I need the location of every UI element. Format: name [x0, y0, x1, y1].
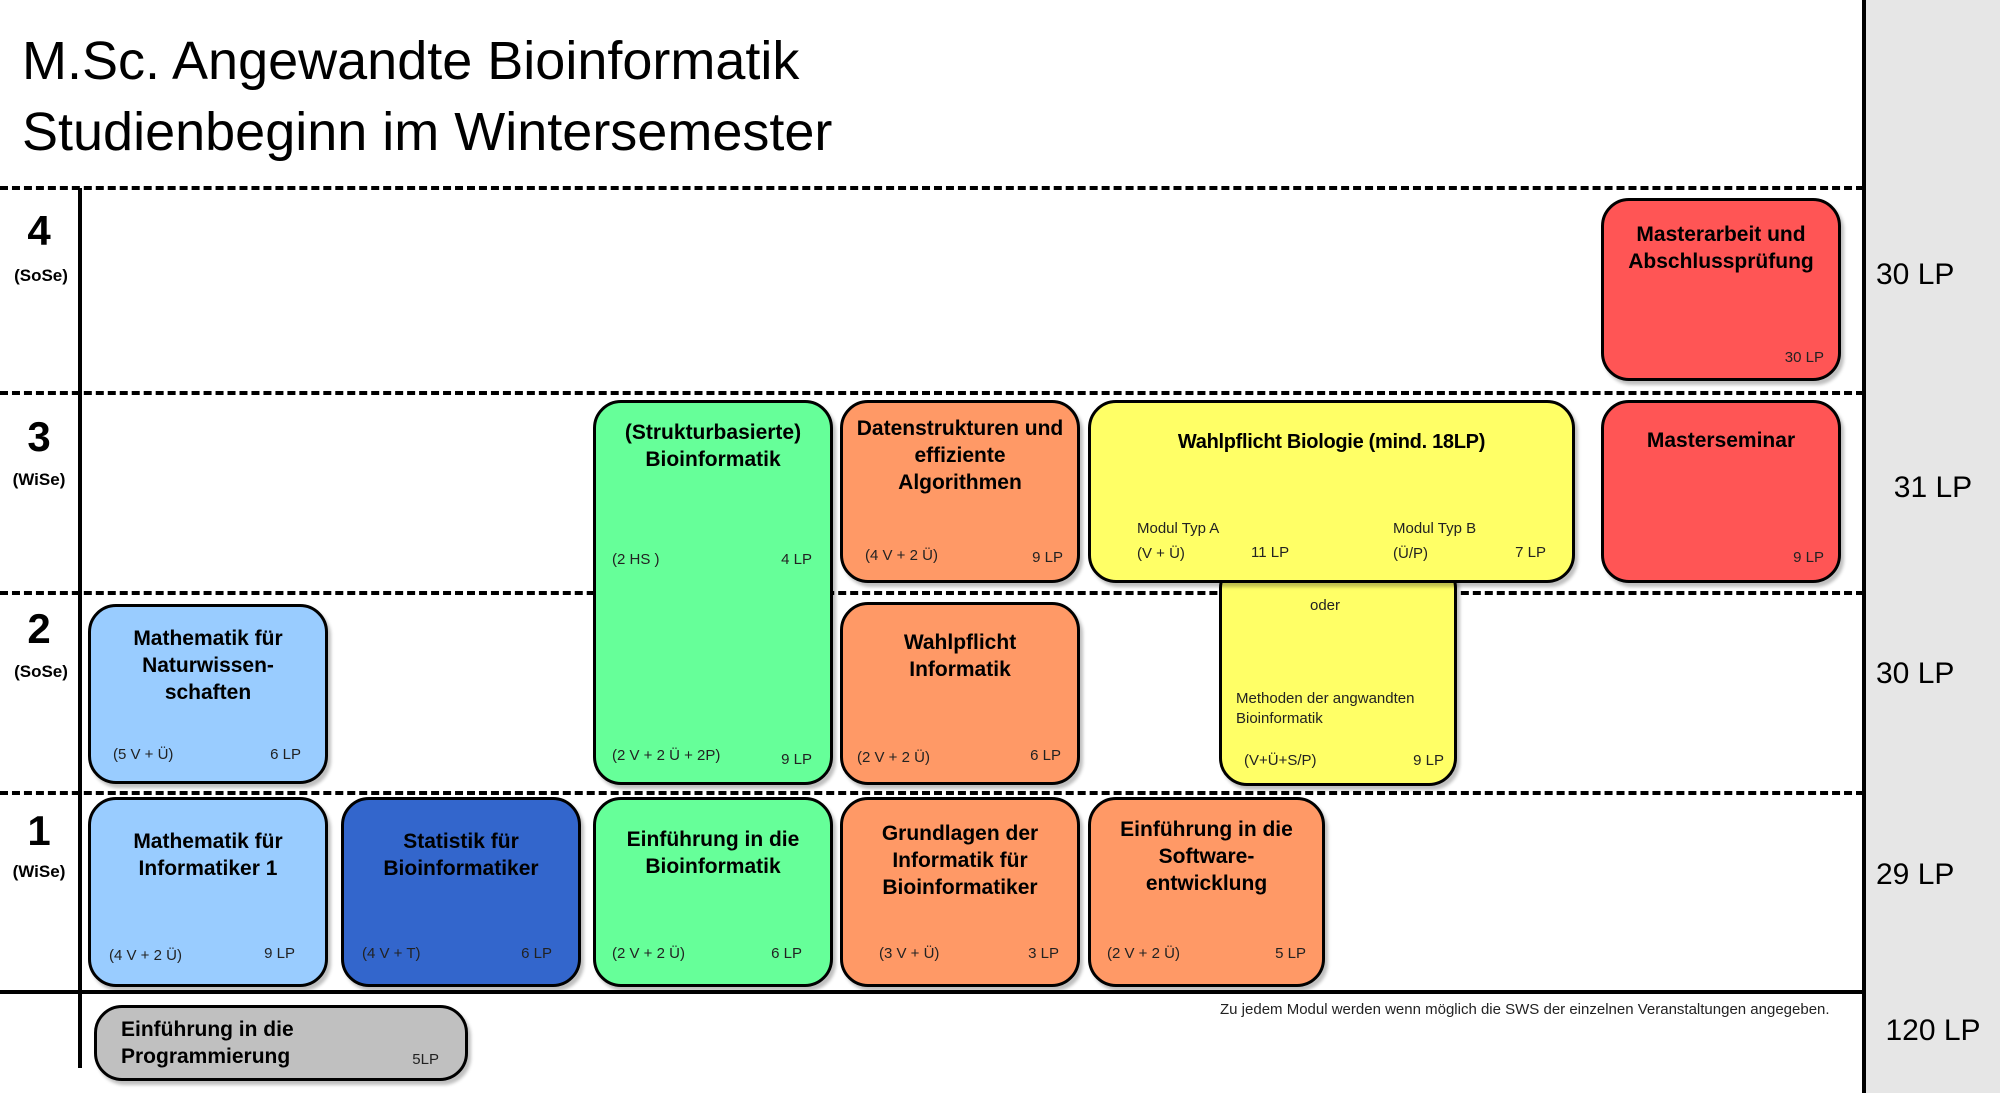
module-lp: 6 LP [1030, 747, 1061, 764]
row-divider [0, 591, 1864, 595]
semester-3-term: (WiSe) [12, 470, 66, 489]
lp-summary-panel [1864, 0, 2000, 1093]
module-einfuehrung-bioinformatik: Einführung in die Bioinformatik (2 V + 2… [593, 797, 833, 987]
modul-typ-b-hours: (Ü/P) [1393, 545, 1428, 562]
module-title: Masterarbeit und Abschlussprüfung [1628, 223, 1814, 273]
module-lp: 3 LP [1028, 945, 1059, 962]
semester-3-number: 3 [27, 413, 51, 460]
semester-2-term: (SoSe) [14, 662, 68, 681]
row-divider [0, 391, 1864, 395]
modul-typ-a-lp: 11 LP [1251, 544, 1290, 561]
module-lp: 9 LP [1793, 549, 1824, 566]
modul-typ-b-lp: 7 LP [1515, 544, 1546, 561]
module-lp: 6 LP [771, 945, 802, 962]
semester-4-term: (SoSe) [14, 266, 68, 285]
semester-4-number: 4 [27, 207, 51, 254]
module-hours: (4 V + 2 Ü) [109, 947, 182, 964]
semester-axis [78, 188, 82, 1068]
module-title: Einführung in die Software-entwicklung [1120, 818, 1293, 895]
module-lp: 9 LP [264, 945, 295, 962]
module-hours: (3 V + Ü) [879, 945, 940, 962]
module-title: Statistik für Bioinformatiker [383, 830, 539, 880]
module-lp: 30 LP [1784, 349, 1824, 366]
module-hours: (2 V + 2 Ü) [1107, 945, 1180, 962]
semester-3-lp: 31 LP [1893, 471, 1973, 504]
module-statistik: Statistik für Bioinformatiker (4 V + T) … [341, 797, 581, 987]
module-methoden-bioinformatik: oder Methoden der angwandten Bioinformat… [1219, 560, 1457, 786]
modul-typ-a-label: Modul Typ A [1137, 520, 1220, 537]
row-divider [0, 791, 1864, 795]
module-mathematik-informatiker: Mathematik für Informatiker 1 (4 V + 2 Ü… [88, 797, 328, 987]
semester-2-number: 2 [27, 605, 51, 652]
module-lp: 5LP [412, 1051, 439, 1068]
module-hours-upper: (2 HS ) [612, 551, 660, 568]
total-divider [0, 990, 1864, 994]
semester-1-number: 1 [27, 807, 51, 854]
module-lp: 9 LP [1413, 752, 1444, 769]
module-hours: (4 V + 2 Ü) [865, 547, 938, 564]
modul-typ-b-label: Modul Typ B [1393, 520, 1477, 537]
modul-typ-a-hours: (V + Ü) [1137, 545, 1185, 562]
total-lp: 120 LP [1885, 1014, 1981, 1047]
module-lp: 9 LP [1032, 549, 1063, 566]
module-grundlagen-informatik: Grundlagen der Informatik für Bioinforma… [840, 797, 1080, 987]
module-mathematik-naturwissenschaften: Mathematik für Naturwissen-schaften (5 V… [88, 604, 328, 784]
module-wahlpflicht-biologie: Wahlpflicht Biologie (mind. 18LP) Modul … [1088, 400, 1575, 583]
module-hours: (2 V + 2 Ü + 2P) [612, 747, 721, 764]
module-title: Wahlpflicht Biologie (mind. 18LP) [1177, 431, 1486, 453]
module-title: (Strukturbasierte) Bioinformatik [624, 421, 802, 471]
footnote: Zu jedem Modul werden wenn möglich die S… [1220, 1001, 1830, 1018]
module-wahlpflicht-informatik: Wahlpflicht Informatik (2 V + 2 Ü) 6 LP [840, 602, 1080, 785]
module-title: Mathematik für Informatiker 1 [133, 830, 283, 880]
module-hours: (V+Ü+S/P) [1244, 752, 1317, 769]
module-title: Datenstrukturen und effiziente Algorithm… [856, 417, 1064, 494]
semester-1-term: (WiSe) [12, 862, 66, 881]
module-lp: 9 LP [781, 751, 812, 768]
module-datenstrukturen: Datenstrukturen und effiziente Algorithm… [840, 400, 1080, 583]
module-title: Wahlpflicht Informatik [903, 631, 1017, 681]
module-lp: 5 LP [1275, 945, 1306, 962]
semester-2-lp: 30 LP [1876, 657, 1955, 690]
module-title: Methoden der angwandten Bioinformatik [1236, 690, 1415, 727]
module-hours: (2 V + 2 Ü) [857, 749, 930, 766]
module-title: Einführung in die Programmierung [121, 1018, 294, 1068]
semester-1-lp: 29 LP [1876, 858, 1955, 891]
semester-4-lp: 30 LP [1876, 258, 1955, 291]
module-hours: (2 V + 2 Ü) [612, 945, 685, 962]
page-subtitle: Studienbeginn im Wintersemester [22, 102, 833, 162]
row-divider [0, 186, 1864, 190]
module-strukturbasierte-bioinformatik: (Strukturbasierte) Bioinformatik (2 HS )… [593, 400, 833, 785]
module-title: Mathematik für Naturwissen-schaften [133, 627, 283, 704]
module-lp: 6 LP [521, 945, 552, 962]
module-softwareentwicklung: Einführung in die Software-entwicklung (… [1088, 797, 1325, 987]
page-title: M.Sc. Angewandte Bioinformatik [22, 31, 800, 91]
panel-separator [1862, 0, 1866, 1093]
module-einfuehrung-programmierung: Einführung in die Programmierung 5LP [94, 1005, 468, 1081]
module-masterseminar: Masterseminar 9 LP [1601, 400, 1841, 583]
module-masterarbeit: Masterarbeit und Abschlussprüfung 30 LP [1601, 198, 1841, 381]
module-lp: 6 LP [270, 746, 301, 763]
module-title: Grundlagen der Informatik für Bioinforma… [881, 822, 1039, 899]
module-lp-upper: 4 LP [781, 551, 812, 568]
module-title: Masterseminar [1646, 429, 1796, 452]
module-hours: (4 V + T) [362, 945, 421, 962]
module-title: Einführung in die Bioinformatik [626, 828, 800, 878]
oder-label: oder [1310, 597, 1341, 614]
module-hours: (5 V + Ü) [113, 746, 174, 763]
